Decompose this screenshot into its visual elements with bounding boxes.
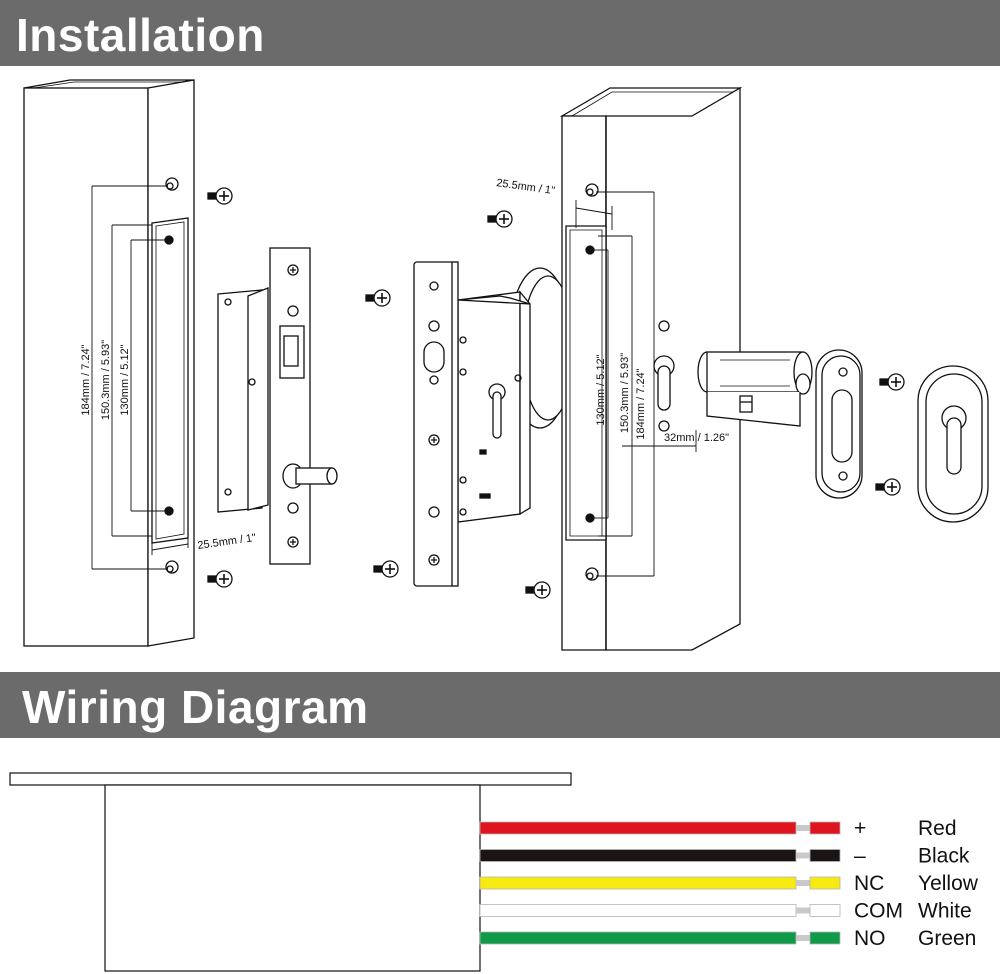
wire-terminal-label: NC	[854, 872, 884, 895]
wire-color-label: Green	[918, 927, 976, 950]
wire-terminal-label: –	[854, 845, 866, 868]
right-dim-25: 25.5mm / 1"	[496, 177, 556, 197]
wire-end	[809, 904, 841, 917]
wire-green: NO Green	[479, 927, 976, 950]
wire-end	[809, 849, 841, 862]
wire-end	[809, 821, 841, 835]
wire-splice	[796, 907, 810, 914]
installation-drawing: 184mm / 7.24" 150.3mm / 5.93" 130mm / 5.…	[23, 79, 989, 651]
wiring-banner: Wiring Diagram	[0, 672, 1000, 738]
escutcheon-outer	[917, 365, 989, 523]
wire-red: + Red	[479, 817, 957, 840]
wire-color-label: Yellow	[918, 872, 979, 895]
wire-splice	[796, 825, 810, 831]
wire-color-label: White	[918, 900, 972, 923]
left-dim-150: 150.3mm / 5.93"	[100, 340, 112, 420]
screw-icon	[525, 581, 551, 599]
wiring-title: Wiring Diagram	[22, 681, 369, 733]
wire-color-label: Black	[918, 845, 970, 868]
wire-splice	[796, 880, 810, 886]
wire-insulation	[479, 849, 797, 862]
strike-plate	[217, 247, 338, 565]
wire-terminal-label: COM	[854, 900, 903, 923]
wire-white: COM White	[479, 900, 972, 923]
wire-insulation	[479, 821, 797, 835]
right-door-frame	[559, 86, 743, 651]
left-dim-130: 130mm / 5.12"	[119, 344, 131, 415]
screw-icon	[487, 210, 513, 228]
left-door-frame	[23, 79, 195, 647]
right-dim-130: 130mm / 5.12"	[595, 354, 607, 425]
installation-title: Installation	[16, 9, 265, 61]
wire-insulation	[479, 904, 797, 917]
right-dimension-lines	[575, 191, 697, 577]
screw-icon	[207, 570, 233, 588]
wire-insulation	[479, 876, 797, 890]
escutcheon-inner	[815, 349, 863, 499]
left-dim-25: 25.5mm / 1"	[197, 532, 257, 552]
wire-end	[809, 876, 841, 890]
screw-icon	[365, 289, 391, 307]
mortise-lock-body	[413, 261, 575, 587]
lock-body-outline	[9, 772, 572, 972]
wire-end	[809, 931, 841, 945]
left-dimension-lines	[91, 185, 189, 570]
wire-color-label: Red	[918, 817, 957, 840]
installation-banner: Installation	[0, 0, 1000, 66]
right-dim-150: 150.3mm / 5.93"	[619, 353, 631, 433]
screw-icon	[879, 373, 905, 391]
screw-icon	[207, 187, 233, 205]
screw-icon	[373, 560, 399, 578]
screw-icon	[875, 478, 901, 496]
wire-splice	[796, 935, 810, 941]
wire-yellow: NC Yellow	[479, 872, 979, 895]
wire-black: – Black	[479, 845, 970, 868]
wire-terminal-label: +	[854, 817, 866, 840]
left-dim-184: 184mm / 7.24"	[80, 344, 92, 415]
right-dim-32: 32mm / 1.26"	[664, 432, 729, 444]
wire-terminal-label: NO	[854, 927, 886, 950]
wire-splice	[796, 852, 810, 859]
euro-cylinder	[697, 351, 813, 427]
right-dim-184: 184mm / 7.24"	[635, 368, 647, 439]
wire-insulation	[479, 931, 797, 945]
